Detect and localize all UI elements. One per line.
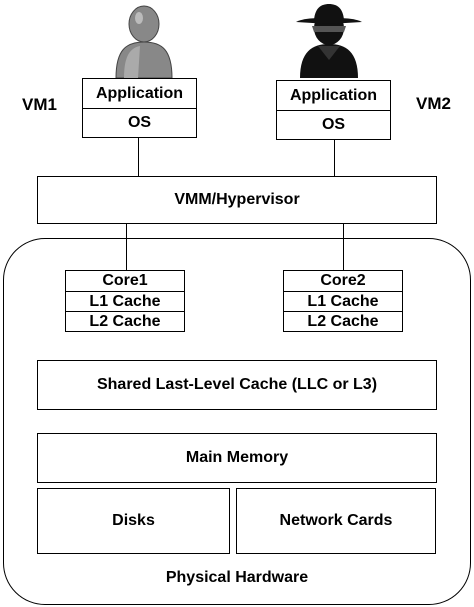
physical-hardware-container — [3, 238, 471, 605]
main-memory-box: Main Memory — [37, 433, 437, 483]
vm1-os: OS — [83, 108, 196, 137]
vm2-connector — [334, 140, 335, 176]
vm1-application: Application — [95, 84, 184, 102]
core1-stack: Core1 L1 Cache L2 Cache — [65, 270, 185, 332]
vm2-stack: Application OS — [276, 80, 391, 140]
core2-l2-cache: L2 Cache — [284, 311, 402, 331]
core1-label: Core1 — [102, 272, 148, 289]
vm2-os: OS — [277, 110, 390, 139]
core2-connector — [343, 224, 344, 270]
physical-hardware-label: Physical Hardware — [165, 569, 309, 586]
core1-l2-cache: L2 Cache — [66, 311, 184, 331]
vm1-label: VM1 — [22, 95, 57, 114]
hypervisor-box: VMM/Hypervisor — [37, 176, 437, 224]
vm2-label: VM2 — [416, 94, 451, 113]
core1-connector — [126, 224, 127, 270]
user-icon — [115, 5, 173, 78]
core2-label: Core2 — [320, 272, 366, 289]
network-cards-box: Network Cards — [236, 488, 436, 554]
vm2-application: Application — [289, 86, 378, 104]
core2-stack: Core2 L1 Cache L2 Cache — [283, 270, 403, 332]
disks-box: Disks — [37, 488, 230, 554]
core1-l1-cache: L1 Cache — [66, 291, 184, 311]
core2-l1-cache: L1 Cache — [284, 291, 402, 311]
shared-llc-box: Shared Last-Level Cache (LLC or L3) — [37, 360, 437, 410]
vm1-stack: Application OS — [82, 78, 197, 138]
vm1-connector — [138, 138, 139, 176]
attacker-icon — [296, 4, 362, 78]
